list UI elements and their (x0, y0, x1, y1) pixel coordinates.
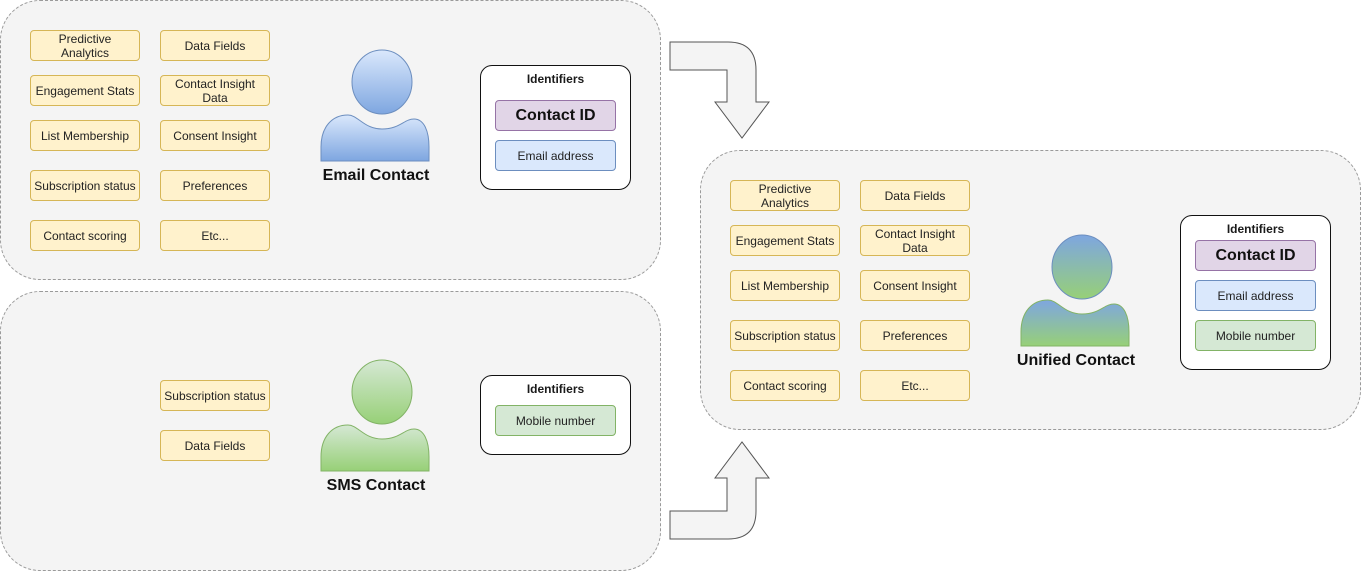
unified-chip-subscription-status: Subscription status (730, 320, 840, 351)
unified-identifiers-box: Identifiers Contact ID Email address Mob… (1180, 215, 1331, 370)
sms-person-icon (320, 359, 430, 472)
email-chip-consent-insight: Consent Insight (160, 120, 270, 151)
email-contact-label: Email Contact (322, 167, 430, 184)
unified-chip-engagement-stats: Engagement Stats (730, 225, 840, 256)
identifiers-header: Identifiers (526, 72, 585, 86)
unified-chip-predictive-analytics: Predictive Analytics (730, 180, 840, 211)
unified-chip-consent-insight: Consent Insight (860, 270, 970, 301)
email-person-icon (320, 49, 430, 162)
sms-chip-data-fields: Data Fields (160, 430, 270, 461)
identifiers-header: Identifiers (1226, 222, 1285, 236)
arrow-email-to-unified (669, 41, 770, 139)
email-chip-data-fields: Data Fields (160, 30, 270, 61)
unified-chip-preferences: Preferences (860, 320, 970, 351)
identifiers-header: Identifiers (526, 382, 585, 396)
sms-chip-subscription-status: Subscription status (160, 380, 270, 411)
unified-contact-label: Unified Contact (1016, 352, 1136, 369)
email-address-field: Email address (1195, 280, 1316, 311)
unified-chip-list-membership: List Membership (730, 270, 840, 301)
contact-id-field: Contact ID (1195, 240, 1316, 271)
unified-chip-contact-insight-data: Contact Insight Data (860, 225, 970, 256)
email-address-field: Email address (495, 140, 616, 171)
email-chip-contact-scoring: Contact scoring (30, 220, 140, 251)
unified-chip-contact-scoring: Contact scoring (730, 370, 840, 401)
unified-chip-data-fields: Data Fields (860, 180, 970, 211)
email-chip-list-membership: List Membership (30, 120, 140, 151)
sms-contact-label: SMS Contact (326, 477, 426, 494)
email-chip-engagement-stats: Engagement Stats (30, 75, 140, 106)
unified-chip-etc: Etc... (860, 370, 970, 401)
email-chip-subscription-status: Subscription status (30, 170, 140, 201)
email-identifiers-box: Identifiers Contact ID Email address (480, 65, 631, 190)
email-chip-preferences: Preferences (160, 170, 270, 201)
email-chip-etc: Etc... (160, 220, 270, 251)
arrow-sms-to-unified (669, 441, 770, 540)
sms-identifiers-box: Identifiers Mobile number (480, 375, 631, 455)
mobile-number-field: Mobile number (495, 405, 616, 436)
email-chip-contact-insight-data: Contact Insight Data (160, 75, 270, 106)
unified-person-icon (1020, 234, 1130, 347)
email-chip-predictive-analytics: Predictive Analytics (30, 30, 140, 61)
contact-id-field: Contact ID (495, 100, 616, 131)
mobile-number-field: Mobile number (1195, 320, 1316, 351)
